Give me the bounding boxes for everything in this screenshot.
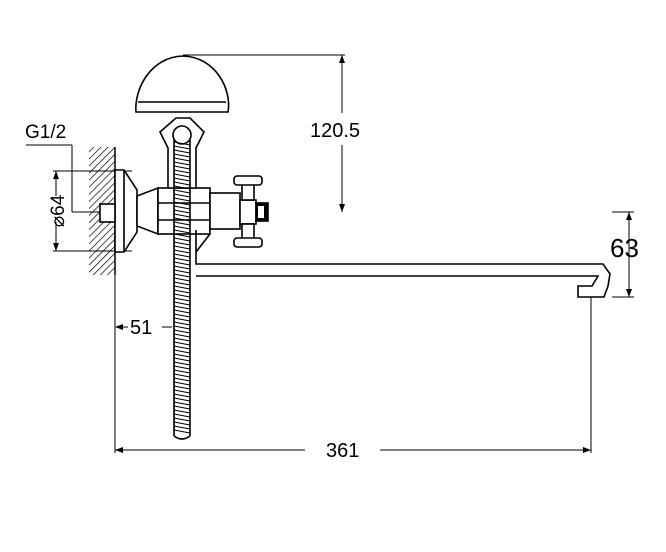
dimension-lines: [26, 54, 634, 453]
shower-hose: [173, 140, 191, 440]
flange-diameter-label: ⌀64: [48, 194, 69, 227]
wall-offset-label: 51: [130, 317, 152, 339]
dimension-arrows: [53, 55, 632, 453]
height-label: 120.5: [310, 120, 360, 142]
thread-label: G1/2: [25, 122, 66, 143]
spout-length-label: 361: [326, 440, 359, 462]
faucet-body: [99, 55, 611, 298]
spout-drop-label: 63: [610, 233, 639, 263]
